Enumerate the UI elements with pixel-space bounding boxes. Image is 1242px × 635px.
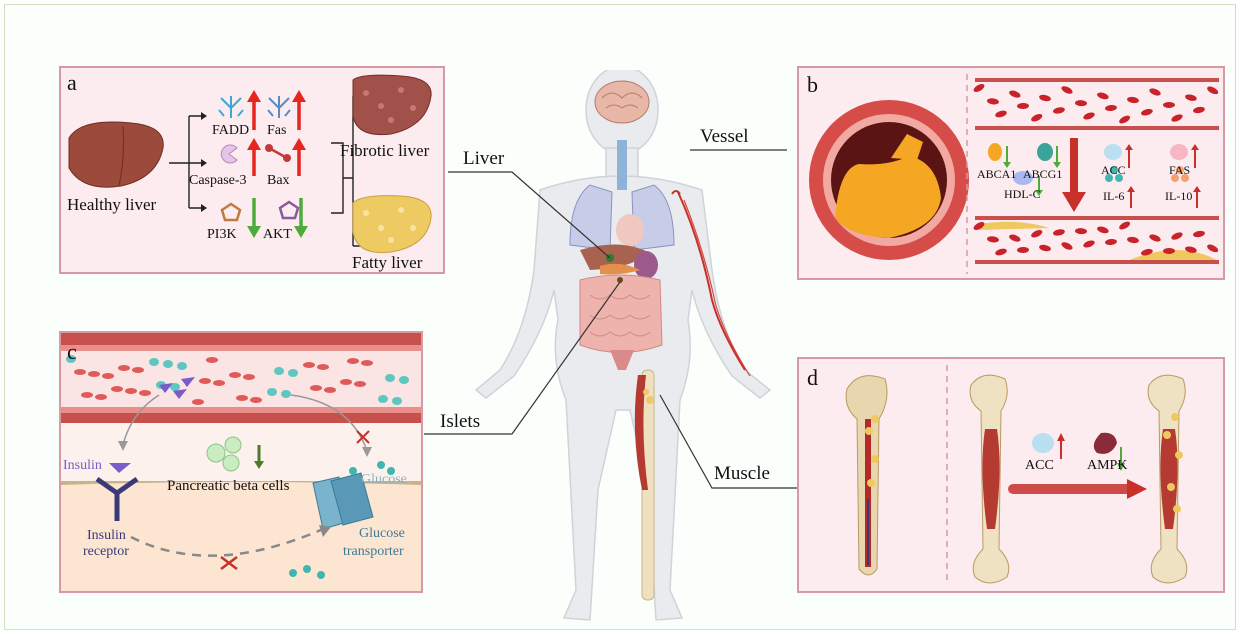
- bax-label: Bax: [267, 174, 290, 188]
- fadd-icon: [219, 96, 243, 118]
- panel-c-letter: c: [67, 341, 77, 363]
- abcg1-label: ABCG1: [1023, 168, 1062, 180]
- pi3k-icon: [222, 204, 240, 220]
- acc-label-b: ACC: [1101, 164, 1126, 176]
- glucose-transporter-label-line2: transporter: [343, 545, 404, 559]
- vessel-connector-label: Vessel: [700, 127, 749, 146]
- abca1-icon: [988, 143, 1002, 161]
- vessel-progression-arrow: [1062, 192, 1086, 212]
- bax-icon: [265, 144, 291, 162]
- panel-a: a Healthy liver FADD Fas Caspase-3 Bax P…: [59, 66, 445, 274]
- fatty-liver-label: Fatty liver: [352, 254, 422, 271]
- healthy-liver-label: Healthy liver: [67, 196, 156, 213]
- insulin-receptor-label-line1: Insulin: [87, 529, 126, 543]
- fas-label: Fas: [267, 124, 286, 138]
- healthy-bone: [970, 375, 1009, 583]
- bone-cross-section: [846, 376, 887, 575]
- fadd-label: FADD: [212, 124, 249, 138]
- panel-a-graphics: [61, 68, 443, 272]
- ampk-icon: [1094, 433, 1117, 454]
- panel-d: d ACC AMPK: [797, 357, 1225, 593]
- panel-c: c Insulin Pancreatic beta cells Glucose …: [59, 331, 423, 593]
- acc-icon-d: [1032, 433, 1054, 453]
- panel-a-letter: a: [67, 72, 77, 94]
- panel-d-graphics: [799, 359, 1223, 591]
- healthy-liver-icon: [69, 122, 163, 187]
- fibrotic-liver-label: Fibrotic liver: [340, 142, 429, 159]
- il10-label: IL-10: [1165, 190, 1192, 202]
- pi3k-label: PI3K: [207, 228, 237, 242]
- akt-label: AKT: [263, 228, 292, 242]
- beta-cells-label: Pancreatic beta cells: [167, 479, 289, 494]
- fibrotic-liver-icon: [353, 75, 431, 135]
- caspase3-icon: [221, 145, 237, 163]
- ampk-label: AMPK: [1087, 459, 1127, 473]
- abcg1-icon: [1037, 143, 1053, 161]
- pancreatic-beta-cells-icon: [207, 437, 241, 471]
- liver-connector-label: Liver: [463, 149, 504, 168]
- islets-connector-label: Islets: [440, 412, 480, 431]
- akt-icon: [280, 202, 298, 218]
- fas-enzyme-icon: [1170, 144, 1188, 160]
- acc-icon-b: [1104, 144, 1122, 160]
- insulin-label: Insulin: [63, 459, 102, 473]
- il6-label: IL-6: [1103, 190, 1124, 202]
- osteoporotic-bone: [1148, 375, 1187, 583]
- fas-receptor-icon: [268, 96, 290, 118]
- caspase3-label: Caspase-3: [189, 174, 247, 188]
- hdlc-label: HDL-C: [1004, 188, 1041, 200]
- acc-label-d: ACC: [1025, 459, 1054, 473]
- liver-connector: [448, 172, 610, 258]
- muscle-connector-label: Muscle: [714, 464, 770, 483]
- panel-b-letter: b: [807, 74, 818, 96]
- abca1-label: ABCA1: [977, 168, 1016, 180]
- fas-enzyme-label: FAS: [1169, 164, 1190, 176]
- panel-b: b ABCA1 ABCG1 HDL-C ACC FAS IL-6 IL-10: [797, 66, 1225, 280]
- glucose-label: Glucose: [361, 473, 407, 487]
- panel-d-letter: d: [807, 367, 818, 389]
- insulin-receptor-label-line2: receptor: [83, 545, 129, 559]
- red-blood-cells-top: [972, 82, 1219, 125]
- fatty-liver-icon: [353, 196, 431, 253]
- glucose-transporter-label-line1: Glucose: [359, 527, 405, 541]
